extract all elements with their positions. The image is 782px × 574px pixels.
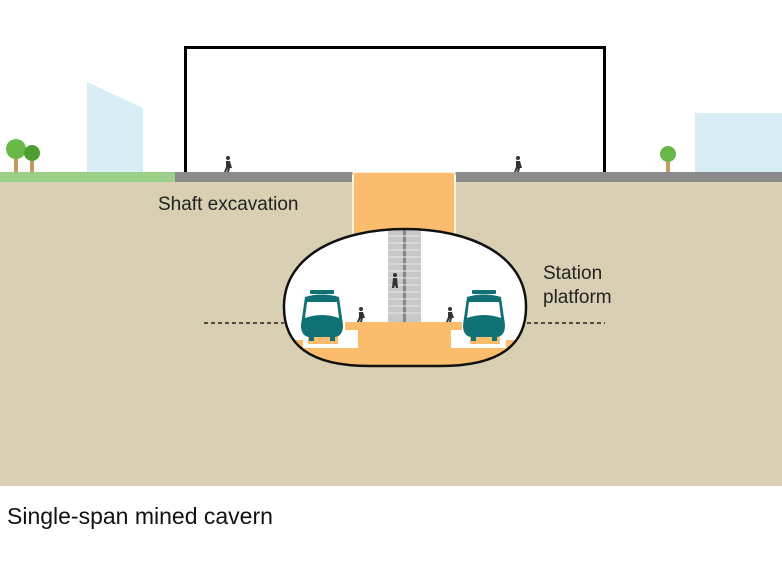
pedestrian-icon	[392, 273, 398, 288]
station-label-line1: Station	[543, 263, 603, 284]
escalator	[388, 229, 421, 322]
station-platform-label: Station platform	[543, 262, 612, 310]
cavern-outline	[282, 227, 528, 368]
road-left	[175, 172, 352, 182]
background-building-right	[695, 113, 782, 173]
station-label-line2: platform	[543, 287, 612, 308]
grass-strip	[0, 172, 175, 182]
surface-building-outline	[184, 46, 606, 175]
pedestrian-icon	[514, 156, 522, 172]
shaft-excavation-label: Shaft excavation	[158, 194, 299, 215]
central-platform	[345, 322, 462, 366]
train-icon	[301, 290, 343, 341]
train-icon	[463, 290, 505, 341]
tree-icon	[660, 146, 676, 173]
pedestrian-icon	[446, 307, 454, 322]
diagram-caption: Single-span mined cavern	[7, 503, 273, 529]
pedestrian-icon	[357, 307, 365, 322]
road-right	[456, 172, 782, 182]
tree-icon	[6, 139, 40, 173]
pedestrian-icon	[224, 156, 232, 172]
background-building-left	[87, 82, 143, 173]
